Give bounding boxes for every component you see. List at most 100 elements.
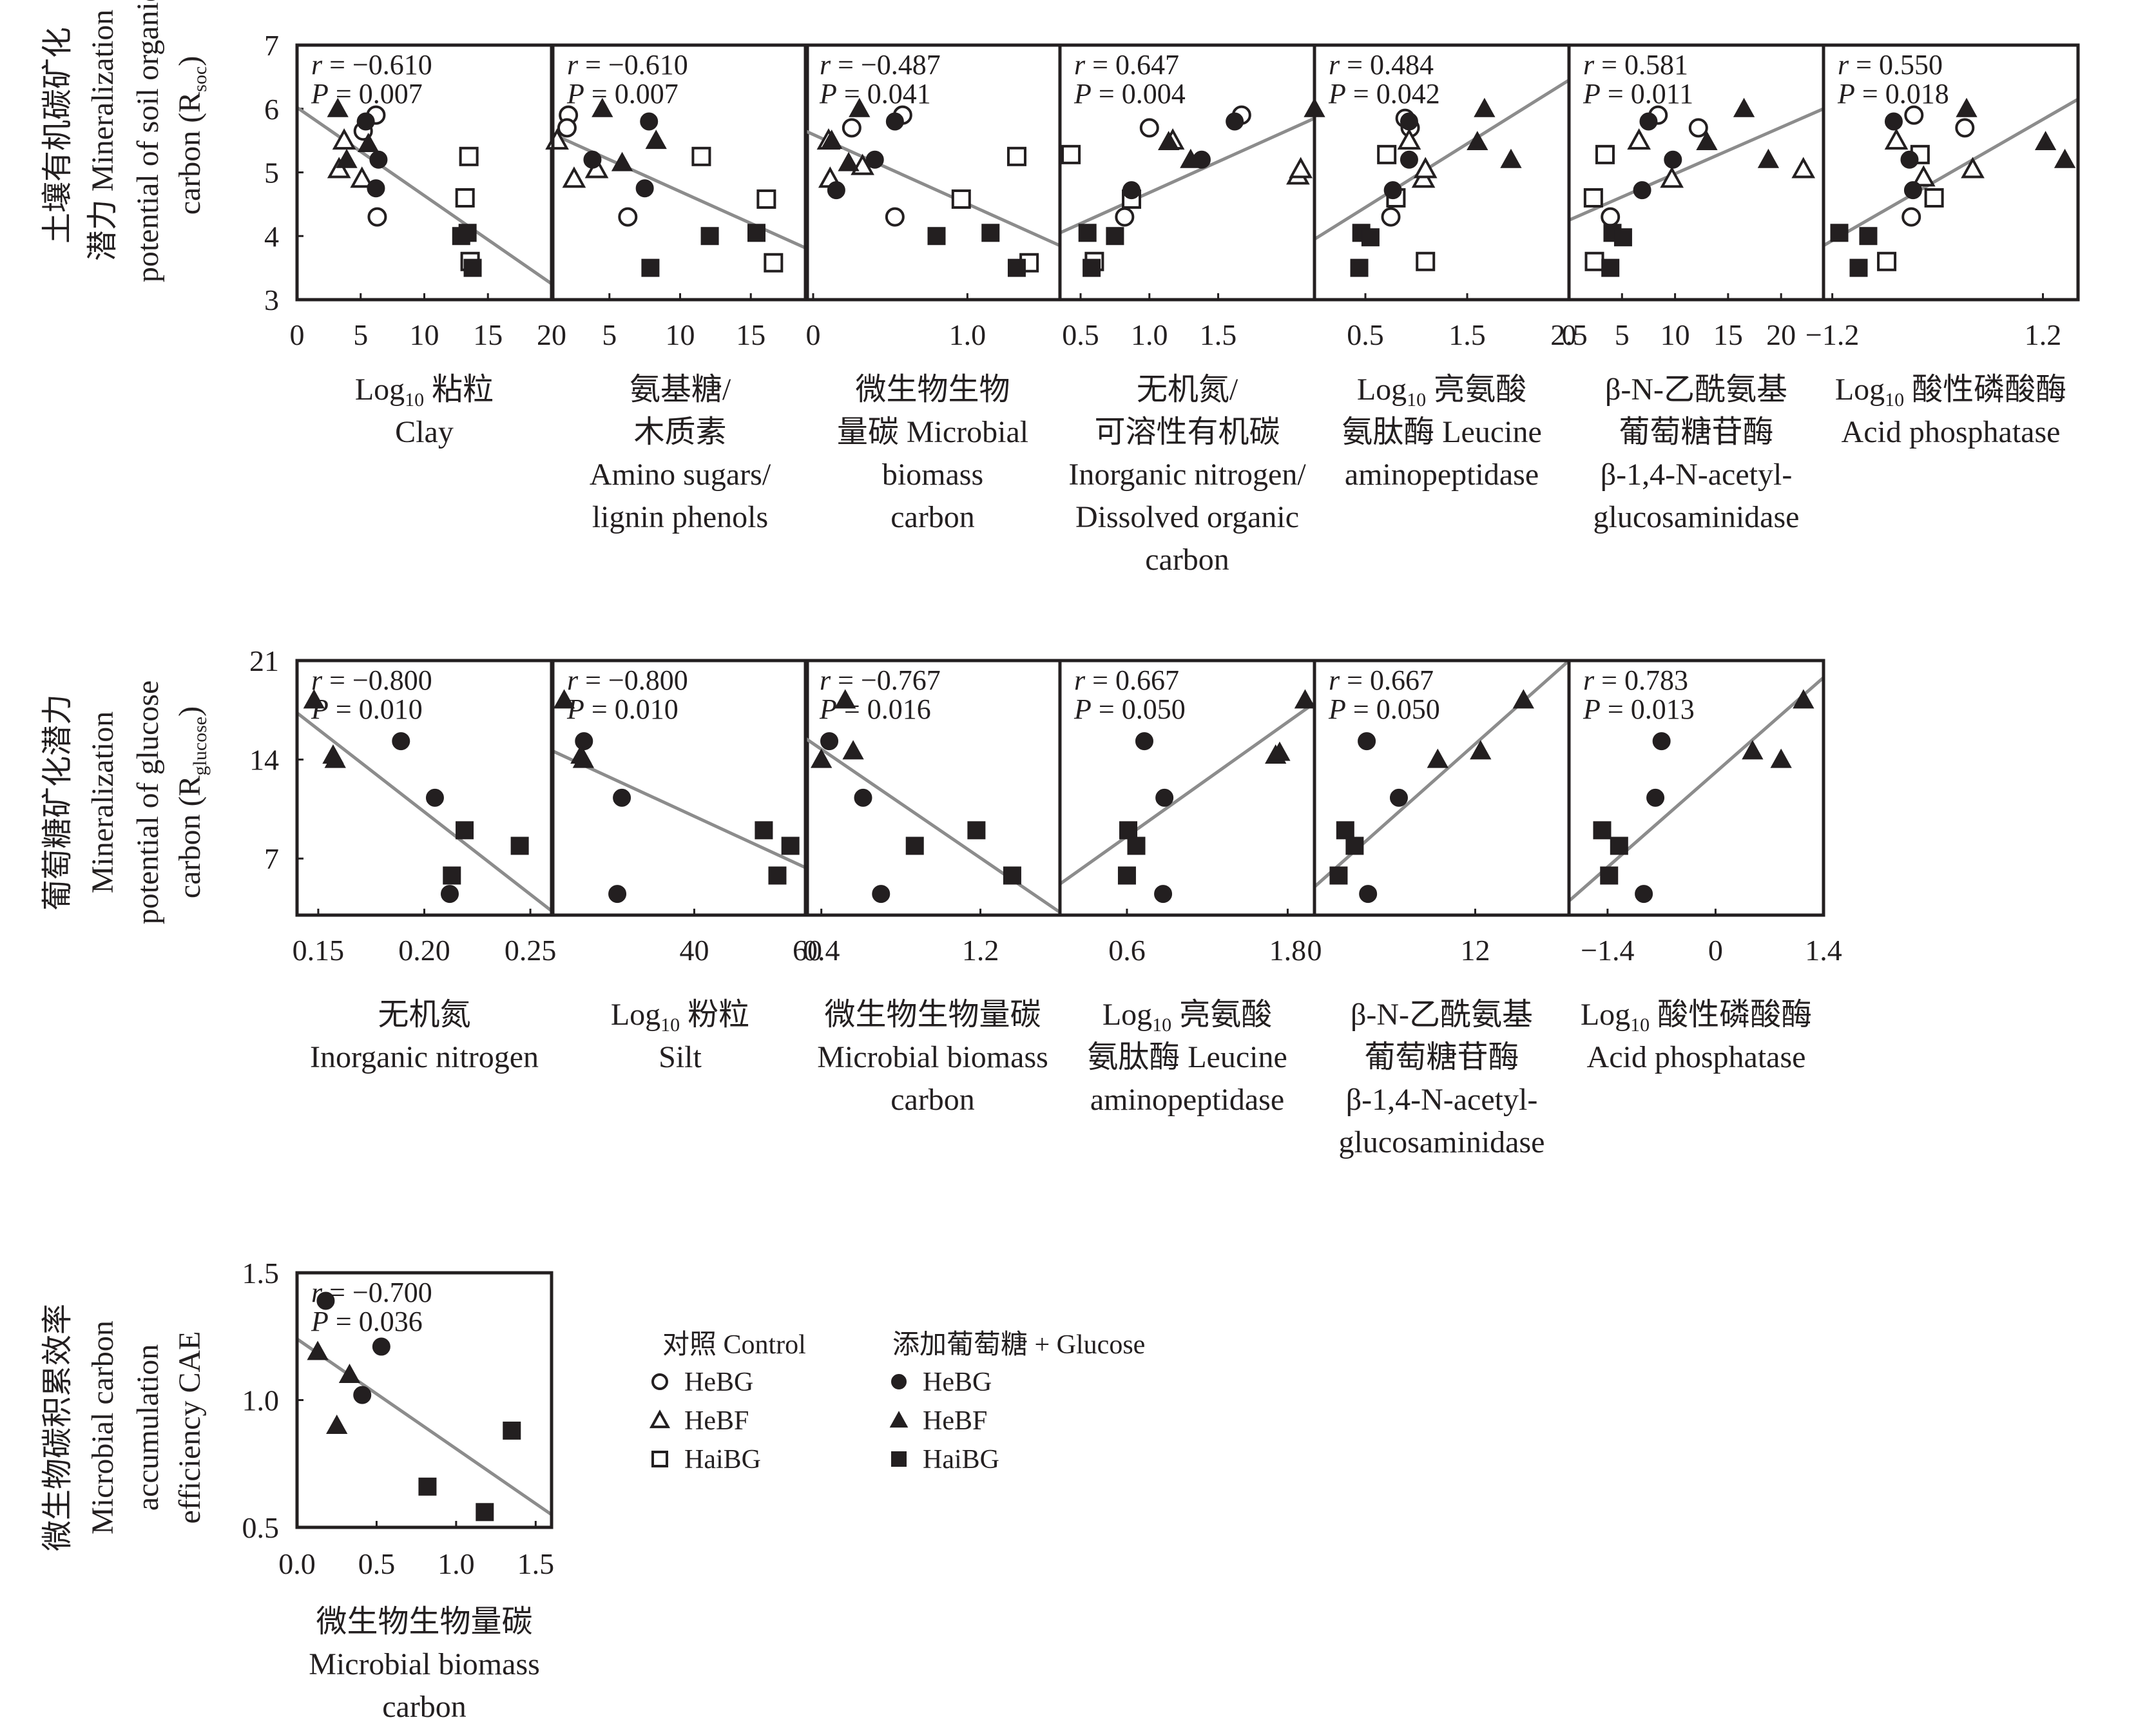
x-axis-label-log: Log bbox=[1357, 372, 1407, 407]
stat-p-value: = 0.036 bbox=[329, 1306, 423, 1337]
fit-line bbox=[805, 130, 1060, 247]
glucose-square-point bbox=[1336, 821, 1354, 840]
control-circle-point bbox=[367, 207, 387, 227]
x-tick-label: 40 bbox=[679, 934, 709, 967]
stat-p-symbol: P bbox=[1837, 78, 1855, 110]
glucose-circle-point bbox=[1646, 788, 1665, 807]
glucose-circle-point bbox=[1383, 181, 1402, 200]
stat-p-symbol: P bbox=[1073, 78, 1092, 110]
stat-r-value: = −0.487 bbox=[831, 49, 941, 81]
legend-control-label: HeBF bbox=[684, 1406, 749, 1436]
fit-line bbox=[297, 1337, 552, 1516]
x-tick-label: 0 bbox=[290, 318, 305, 351]
control-triangle-point bbox=[1884, 128, 1909, 150]
x-axis-label-line: glucosaminidase bbox=[1339, 1125, 1545, 1159]
stat-r-symbol: r bbox=[1838, 49, 1849, 81]
x-axis-label-name: 亮氨酸 bbox=[1426, 372, 1526, 407]
y-axis-label-main: carbon (R bbox=[173, 92, 207, 215]
stat-p-value: = 0.016 bbox=[837, 693, 931, 725]
x-axis-label-line: Clay bbox=[395, 415, 454, 449]
y-axis-label-main: carbon (R bbox=[173, 776, 207, 899]
control-triangle-point bbox=[332, 128, 356, 150]
glucose-triangle-point bbox=[1158, 131, 1180, 151]
glucose-circle-point bbox=[1400, 112, 1418, 131]
control-triangle-point bbox=[350, 166, 374, 188]
x-axis-label-line: lignin phenols bbox=[592, 500, 768, 534]
glucose-triangle-point bbox=[1770, 748, 1792, 768]
x-tick-label: 0.15 bbox=[293, 934, 345, 967]
x-axis-label-line: Log10 亮氨酸 bbox=[1357, 372, 1526, 411]
x-tick-label: 0.20 bbox=[398, 934, 450, 967]
x-axis-label-line: Inorganic nitrogen/ bbox=[1068, 458, 1306, 492]
glucose-square-point bbox=[1345, 836, 1364, 855]
glucose-triangle-point bbox=[1474, 97, 1496, 117]
control-triangle-point bbox=[1961, 157, 1985, 179]
fit-line bbox=[1569, 676, 1824, 902]
x-axis-label-log: Log bbox=[355, 372, 405, 407]
stat-r-value: = −0.800 bbox=[578, 664, 688, 696]
panel-frame bbox=[551, 659, 809, 917]
y-axis-label-line: potential of soil organic bbox=[131, 0, 165, 282]
x-tick-label: 15 bbox=[1713, 318, 1743, 351]
x-tick-label: 1.2 bbox=[962, 934, 999, 967]
stat-p-value: = 0.004 bbox=[1092, 78, 1186, 110]
stat-r-value: = 0.647 bbox=[1085, 49, 1179, 81]
stat-p: P = 0.004 bbox=[1073, 78, 1186, 110]
glucose-square-point bbox=[456, 821, 474, 840]
stat-p-symbol: P bbox=[566, 693, 584, 725]
fit-line bbox=[1824, 97, 2078, 247]
glucose-circle-point bbox=[820, 732, 839, 751]
glucose-triangle-point bbox=[1180, 148, 1202, 168]
stat-p: P = 0.007 bbox=[566, 78, 679, 110]
x-axis-label-line: β-N-乙酰氨基 bbox=[1605, 372, 1787, 407]
glucose-circle-point bbox=[827, 181, 845, 200]
x-tick-label: 0.25 bbox=[505, 934, 557, 967]
stat-r-value: = −0.700 bbox=[322, 1277, 432, 1308]
stat-p: P = 0.050 bbox=[1328, 693, 1440, 725]
glucose-triangle-point bbox=[592, 97, 613, 117]
x-axis-label-line: carbon bbox=[1145, 543, 1229, 577]
stat-p-value: = 0.007 bbox=[329, 78, 423, 110]
glucose-square-point bbox=[1329, 866, 1348, 885]
glucose-circle-point bbox=[425, 788, 444, 807]
glucose-circle-point bbox=[369, 150, 388, 169]
y-axis-label-line: 葡萄糖矿化潜力 bbox=[41, 694, 75, 911]
y-tick-label: 21 bbox=[249, 644, 279, 677]
glucose-square-point bbox=[1859, 227, 1878, 246]
fit-line bbox=[1060, 117, 1314, 235]
x-tick-label: 0.5 bbox=[1062, 318, 1099, 351]
glucose-triangle-point bbox=[572, 748, 595, 768]
y-axis-label-subscript: glucose bbox=[189, 717, 211, 776]
y-axis-label-line: Mineralization bbox=[86, 711, 120, 894]
x-axis-label-subscript: 10 bbox=[1152, 1014, 1171, 1036]
glucose-circle-point bbox=[1155, 788, 1174, 807]
stat-p: P = 0.036 bbox=[311, 1306, 423, 1337]
glucose-triangle-point bbox=[1467, 131, 1488, 151]
stat-r-symbol: r bbox=[311, 664, 323, 696]
glucose-square-point bbox=[1003, 866, 1021, 885]
control-square-point bbox=[459, 146, 479, 166]
x-axis-label-log: Log bbox=[1835, 372, 1885, 407]
x-axis-label-line: aminopeptidase bbox=[1090, 1083, 1284, 1117]
stat-r: r = −0.610 bbox=[311, 49, 432, 81]
x-axis-label-line: Acid phosphatase bbox=[1842, 415, 2061, 449]
x-axis-label-line: biomass bbox=[882, 458, 983, 492]
glucose-circle-point bbox=[1884, 112, 1903, 131]
glucose-circle-point bbox=[1135, 732, 1153, 751]
stat-r-symbol: r bbox=[567, 49, 579, 81]
fit-line bbox=[553, 749, 807, 870]
x-axis-label-line: 氨肽酶 Leucine bbox=[1342, 415, 1542, 449]
x-axis-label-line: Log10 酸性磷酸酶 bbox=[1835, 372, 2066, 411]
stat-r: r = −0.800 bbox=[567, 664, 688, 696]
stat-p-value: = 0.018 bbox=[1855, 78, 1949, 110]
x-axis-label-log: Log bbox=[1102, 998, 1152, 1032]
stat-r-value: = 0.484 bbox=[1340, 49, 1434, 81]
glucose-circle-point bbox=[1652, 732, 1671, 751]
x-axis-label-line: 氨基糖/ bbox=[630, 372, 731, 407]
x-axis-label-line: carbon bbox=[890, 500, 975, 534]
x-tick-label: 0 bbox=[1562, 318, 1577, 351]
control-square-point bbox=[455, 188, 475, 208]
